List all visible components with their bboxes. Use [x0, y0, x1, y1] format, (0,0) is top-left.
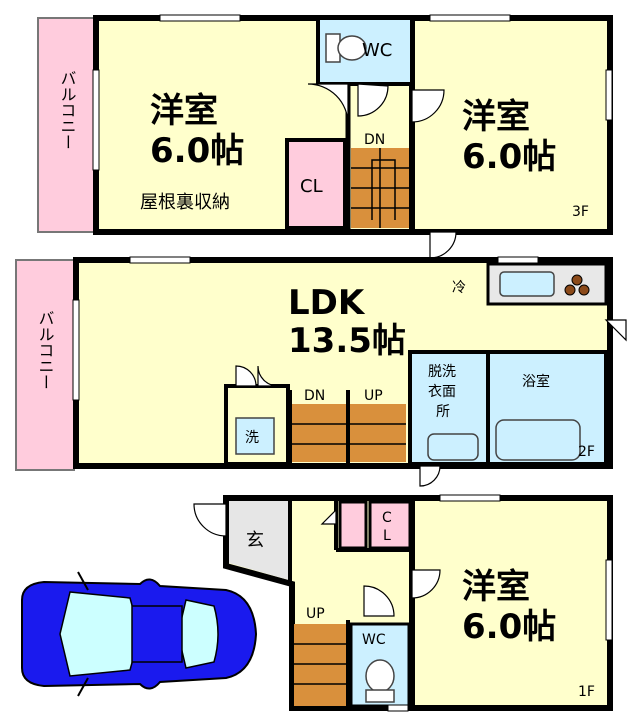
laundry-label: 洗 [245, 430, 259, 446]
stair-3f-label: DN [364, 132, 385, 148]
closet-1f-label-l: L [383, 528, 391, 544]
closet-1f [368, 500, 412, 550]
wc-3f-label: WC [362, 40, 392, 61]
closet-1f-label-c: C [382, 510, 392, 526]
dressing-room-label-2: 衣面 [428, 384, 456, 400]
stair-2f-down-label: DN [304, 388, 325, 404]
east-room-3f-size: 6.0帖 [462, 137, 556, 177]
fridge-label: 冷 [452, 280, 466, 296]
dressing-room-label-1: 脱洗 [428, 364, 456, 380]
stair-1f-label: UP [306, 606, 325, 622]
toilet-icon [325, 33, 367, 63]
stair-2f-down [291, 404, 347, 462]
stair-1f [294, 624, 346, 706]
attic-storage-label: 屋根裏収納 [140, 192, 230, 213]
floor-3f-label: 3F [572, 204, 589, 220]
car-icon [21, 571, 258, 697]
stove-icon [564, 274, 590, 296]
closet-3f-label: CL [300, 176, 323, 197]
floor-1f-label: 1F [578, 684, 595, 700]
west-room-3f-size: 6.0帖 [150, 131, 244, 171]
bath-label: 浴室 [522, 373, 550, 390]
ldk-name: LDK [288, 283, 366, 323]
closet-3f [285, 138, 347, 230]
west-room-3f-name: 洋室 [150, 91, 218, 131]
wc-1f-label: WC [362, 632, 386, 648]
stair-2f-up-label: UP [364, 388, 383, 404]
dressing-room-label-3: 所 [436, 404, 450, 420]
room-1f-size: 6.0帖 [462, 607, 556, 647]
balcony-3f [37, 17, 97, 233]
floor-2f: バルコニー 冷 脱洗 衣面 所 浴室 洗 [15, 256, 627, 487]
floor-2f-label: 2F [578, 444, 595, 460]
balcony-2f-label: バルコニー [36, 310, 55, 390]
sink-icon [427, 433, 479, 461]
entrance-label: 玄 [246, 530, 264, 551]
stair-2f-up [350, 404, 406, 462]
entrance-area [229, 501, 289, 580]
east-room-3f-name: 洋室 [462, 97, 530, 137]
room-1f-name: 洋室 [462, 567, 530, 607]
ldk-size: 13.5帖 [288, 321, 406, 361]
balcony-3f-label: バルコニー [58, 70, 77, 150]
bathtub-icon [495, 419, 581, 461]
kitchen-counter-icon [486, 262, 608, 306]
toilet-icon [365, 659, 395, 703]
floor-1f: 玄 C L UP WC [193, 494, 613, 712]
floor-3f: バルコニー WC CL DN [37, 14, 613, 259]
